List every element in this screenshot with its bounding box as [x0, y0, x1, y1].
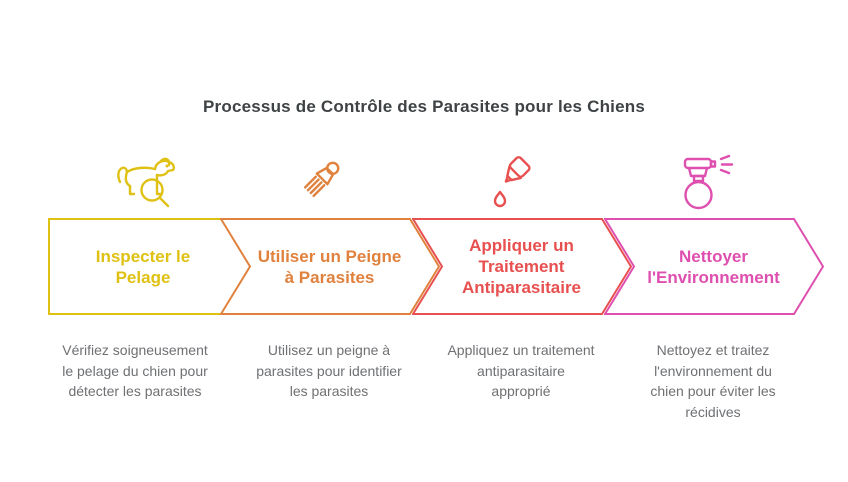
step-label: Inspecter le Pelage	[95, 246, 191, 287]
step-icon-wrap	[48, 150, 248, 212]
dog-with-magnifier-icon	[117, 157, 175, 208]
flea-comb-icon	[303, 161, 340, 198]
step-label: Appliquer un Traitement Antiparasitaire	[461, 236, 582, 297]
chevron-arrow-shape	[220, 218, 440, 315]
chevron-arrow-shape	[412, 218, 632, 315]
step-icon-wrap	[220, 150, 420, 212]
step-label: Nettoyer l'Environnement	[647, 246, 780, 287]
step-appliquer-traitement: Appliquer un Traitement Antiparasitaire …	[412, 150, 632, 460]
step-icon-wrap	[604, 150, 804, 212]
step-description: Vérifiez soigneusement le pelage du chie…	[62, 342, 208, 399]
step-inspecter-le-pelage: Inspecter le Pelage Vérifiez soigneuseme…	[48, 150, 268, 460]
page-title: Processus de Contrôle des Parasites pour…	[203, 97, 645, 116]
step-nettoyer-environnement: Nettoyer l'Environnement Nettoyez et tra…	[604, 150, 824, 460]
step-utiliser-un-peigne: Utiliser un Peigne à Parasites Utilisez …	[220, 150, 440, 460]
step-description: Appliquez un traitement antiparasitaire …	[447, 342, 595, 399]
step-icon-wrap	[412, 150, 612, 212]
step-description: Nettoyez et traitez l'environnement du c…	[650, 342, 776, 420]
step-label: Utiliser un Peigne à Parasites	[257, 246, 402, 287]
dropper-bottle-icon	[493, 156, 531, 208]
chevron-arrow-shape	[604, 218, 824, 315]
step-description: Utilisez un peigne à parasites pour iden…	[256, 342, 402, 399]
spray-bottle-icon	[683, 154, 734, 210]
